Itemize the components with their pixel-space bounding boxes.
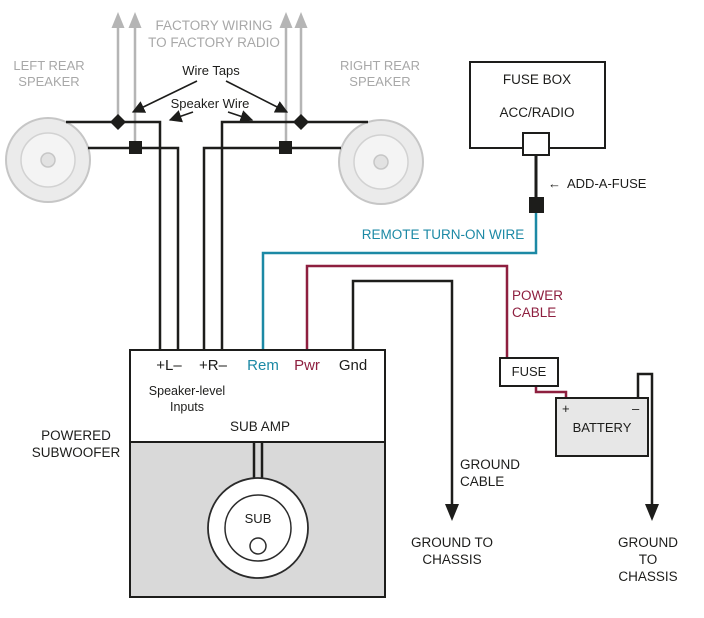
remote-turn-on-wire (261, 213, 538, 350)
sub-label: SUB (244, 511, 272, 526)
acc-radio-label: ACC/RADIO (499, 105, 575, 120)
factory-wiring-label: FACTORY WIRING TO FACTORY RADIO (148, 18, 280, 50)
left-rear-speaker-label: LEFT REAR SPEAKER (13, 58, 85, 90)
speaker-level-inputs-label: Speaker-level Inputs (148, 384, 226, 414)
right-rear-speaker-label: RIGHT REAR SPEAKER (340, 58, 420, 90)
ground-cable-arrow-icon (445, 504, 459, 521)
ground-to-chassis-right-label: GROUND TO CHASSIS (618, 535, 678, 584)
amp-terminal-ground: Gnd (338, 357, 368, 374)
amp-terminal-power: Pwr (294, 357, 320, 374)
power-cable-wire (305, 264, 509, 358)
left-arrow-icon: ← (548, 176, 561, 191)
remote-turn-on-wire-label: REMOTE TURN-ON WIRE (361, 227, 525, 242)
right-rear-speaker (338, 119, 424, 205)
amp-terminal-remote: Rem (247, 357, 279, 374)
add-a-fuse-callout: ← ADD-A-FUSE (548, 176, 646, 192)
ground-cable-wire (351, 279, 454, 506)
powered-subwoofer-label: POWERED SUBWOOFER (31, 428, 121, 460)
fuse-label: FUSE (511, 364, 547, 379)
battery-ground-wire (636, 372, 654, 506)
battery-label: BATTERY (572, 420, 632, 435)
ground-to-chassis-left-label: GROUND TO CHASSIS (410, 535, 494, 567)
acc-radio-slot-tab (522, 132, 550, 156)
wire-taps-pointer-arrows-icon (131, 80, 289, 113)
speaker-wire-pointer-arrows-icon (168, 110, 254, 123)
battery-ground-arrow-icon (645, 504, 659, 521)
amp-terminal-right-input: +R– (199, 357, 227, 374)
sub-amp-label: SUB AMP (229, 419, 291, 434)
fuse-to-battery-wire (534, 386, 568, 399)
ground-cable-label: GROUND CABLE (460, 457, 520, 489)
battery-plus-terminal: + (562, 401, 570, 416)
power-cable-label: POWER CABLE (512, 288, 564, 320)
fuse-box-title: FUSE BOX (502, 72, 572, 87)
battery (555, 397, 649, 457)
speaker-wires (66, 120, 368, 350)
wire-taps-label: Wire Taps (182, 63, 240, 78)
subwoofer-driver (207, 477, 309, 579)
wire-tap-connectors-icon (110, 114, 309, 154)
left-rear-speaker (5, 117, 91, 203)
inline-fuse (499, 357, 559, 387)
add-a-fuse-label: ADD-A-FUSE (567, 176, 647, 191)
amp-terminal-left-input: +L– (156, 357, 182, 374)
battery-minus-terminal: – (632, 401, 640, 416)
factory-wiring-arrows-icon (111, 12, 308, 144)
speaker-wire-label: Speaker Wire (170, 96, 250, 111)
add-a-fuse-holder-icon (529, 197, 544, 213)
